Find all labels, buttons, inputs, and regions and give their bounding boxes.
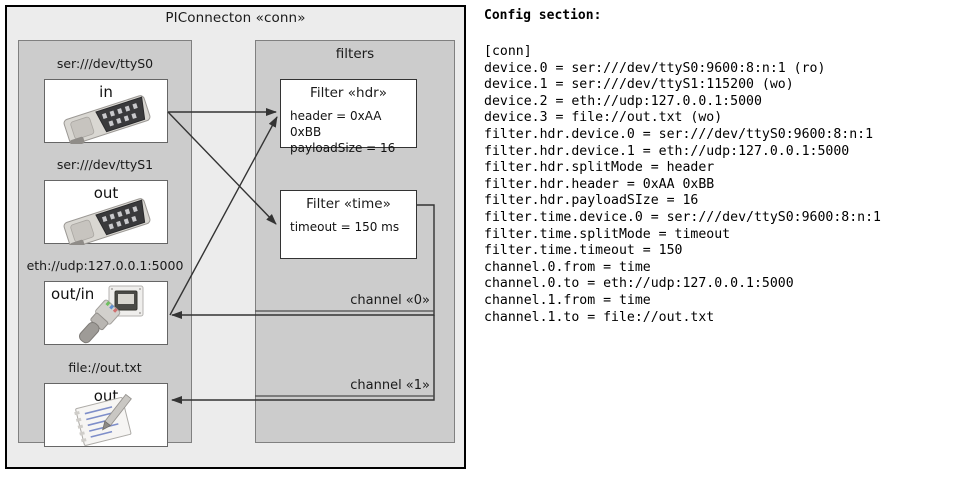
connector-diagram: PIConnecton «conn» ser:///dev/ttyS0 in bbox=[0, 0, 478, 484]
filter-box-hdr[interactable]: Filter «hdr» header = 0xAA 0xBB payloadS… bbox=[280, 79, 417, 155]
device-label-eth: out/in bbox=[51, 285, 95, 303]
device-box-ttyS1[interactable]: out bbox=[44, 180, 168, 245]
filter-title-time: Filter «time» bbox=[306, 196, 391, 212]
config-text: [conn] device.0 = ser:///dev/ttyS0:9600:… bbox=[484, 44, 881, 325]
device-box-eth[interactable]: out/in bbox=[44, 281, 168, 345]
device-label-ttyS0: in bbox=[99, 83, 113, 101]
filter-prop-payloadsize: payloadSize = 16 bbox=[290, 141, 396, 155]
device-label-ttyS1: out bbox=[93, 184, 119, 202]
device-caption-ttyS0: ser:///dev/ttyS0 bbox=[56, 56, 154, 71]
channel-label-0: channel «0» bbox=[350, 293, 430, 308]
device-box-ttyS0[interactable]: in bbox=[44, 79, 168, 144]
filter-prop-timeout: timeout = 150 ms bbox=[290, 220, 400, 234]
channel-label-1: channel «1» bbox=[350, 378, 430, 393]
config-heading: Config section: bbox=[484, 8, 602, 23]
device-caption-ttyS1: ser:///dev/ttyS1 bbox=[56, 157, 154, 172]
serial-port-icon bbox=[63, 95, 151, 144]
serial-port-icon bbox=[63, 198, 151, 245]
notepad-pencil-icon bbox=[74, 393, 132, 446]
filter-props-hdr: header = 0xAA 0xBB payloadSize = 16 bbox=[290, 108, 416, 156]
device-caption-file: file://out.txt bbox=[68, 360, 142, 375]
filter-props-time: timeout = 150 ms bbox=[290, 219, 399, 235]
device-caption-eth: eth://udp:127.0.0.1:5000 bbox=[26, 258, 184, 273]
device-box-file[interactable]: out bbox=[44, 383, 168, 447]
diagram-title: PIConnecton «conn» bbox=[165, 10, 306, 26]
filter-box-time[interactable]: Filter «time» timeout = 150 ms bbox=[280, 190, 417, 259]
filter-prop-header: header = 0xAA 0xBB bbox=[290, 109, 382, 139]
ethernet-jack-icon bbox=[79, 285, 144, 344]
filters-panel-title: filters bbox=[335, 46, 375, 62]
filter-title-hdr: Filter «hdr» bbox=[310, 85, 387, 101]
config-section: Config section: [conn] device.0 = ser://… bbox=[482, 0, 964, 484]
